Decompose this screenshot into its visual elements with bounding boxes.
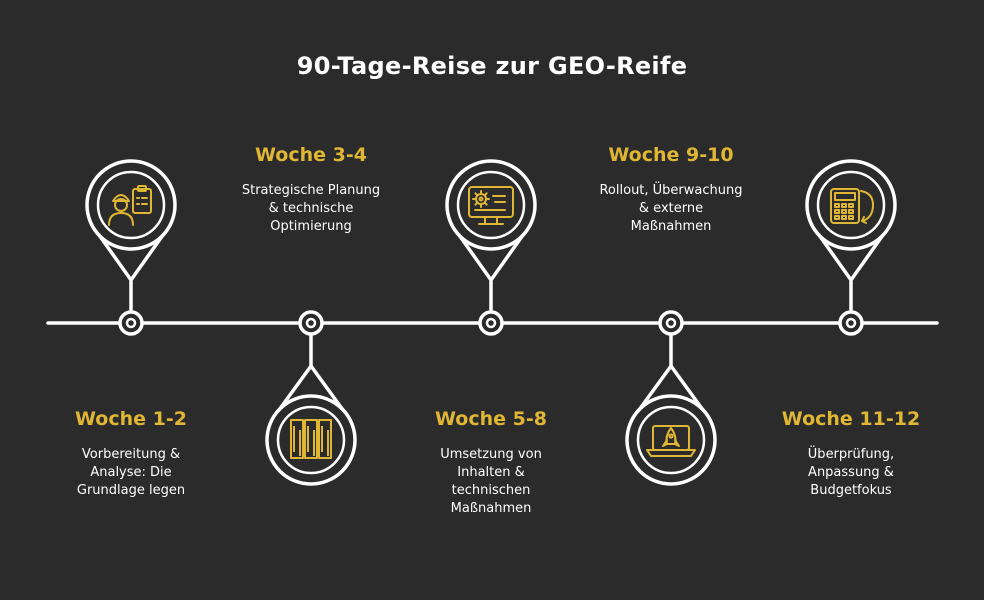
stage-description-line: Strategische Planung xyxy=(241,183,381,198)
timeline-node xyxy=(118,310,144,336)
stage-label: Woche 9-10 xyxy=(608,144,734,166)
stage-description-line: Maßnahmen xyxy=(450,501,532,516)
monitor-gear-icon xyxy=(468,186,514,225)
stage-description-line: Umsetzung von xyxy=(440,447,542,462)
timeline-node-center xyxy=(665,317,677,329)
stage-4 xyxy=(625,310,717,486)
stage-description-line: Anpassung & xyxy=(808,465,894,480)
stage-label: Woche 5-8 xyxy=(435,408,547,430)
stage-description-line: Rollout, Überwachung xyxy=(599,183,743,198)
stage-description: Überprüfung, Anpassung & Budgetfokus xyxy=(751,446,951,500)
timeline-node xyxy=(838,310,864,336)
pin-inner-ring xyxy=(276,405,346,475)
stage-description-line: Grundlage legen xyxy=(76,483,186,498)
pin-inner-ring xyxy=(816,170,886,240)
stage-description-line: Analyse: Die xyxy=(90,465,172,480)
stage-description-line: Überprüfung, xyxy=(807,447,895,462)
pin-inner-ring xyxy=(456,170,526,240)
stage-description-line: Maßnahmen xyxy=(630,219,712,234)
stage-label: Woche 11-12 xyxy=(781,408,921,430)
laptop-rocket-icon xyxy=(646,425,696,457)
stage-label: Woche 3-4 xyxy=(255,144,367,166)
pin-head xyxy=(805,159,897,251)
page-title: 90-Tage-Reise zur GEO-Reife xyxy=(296,52,688,80)
server-rack-icon xyxy=(290,419,332,459)
pin-head xyxy=(265,394,357,486)
timeline-node xyxy=(658,310,684,336)
stage-2 xyxy=(265,310,357,486)
timeline-node-center xyxy=(485,317,497,329)
pin-inner-ring xyxy=(96,170,166,240)
pin-inner-ring xyxy=(636,405,706,475)
stage-description-line: & externe xyxy=(638,201,704,216)
pin-head xyxy=(445,159,537,251)
timeline-node-center xyxy=(845,317,857,329)
timeline-node-center xyxy=(305,317,317,329)
stage-description-line: & technische xyxy=(268,201,354,216)
pin-head xyxy=(85,159,177,251)
stage-description-line: technischen xyxy=(451,483,531,498)
stage-description-line: Vorbereitung & xyxy=(81,447,181,462)
stage-3 xyxy=(445,159,537,336)
stage-description-line: Budgetfokus xyxy=(810,483,892,498)
timeline-node-center xyxy=(125,317,137,329)
stage-5 xyxy=(805,159,897,336)
worker-clipboard-icon xyxy=(108,185,152,226)
stage-description-line: Inhalten & xyxy=(457,465,525,480)
stage-label: Woche 1-2 xyxy=(75,408,187,430)
stage-description-line: Optimierung xyxy=(270,219,352,234)
timeline-node xyxy=(298,310,324,336)
stage-1 xyxy=(85,159,177,336)
timeline-node xyxy=(478,310,504,336)
pin-head xyxy=(625,394,717,486)
calculator-refresh-icon xyxy=(830,188,874,224)
